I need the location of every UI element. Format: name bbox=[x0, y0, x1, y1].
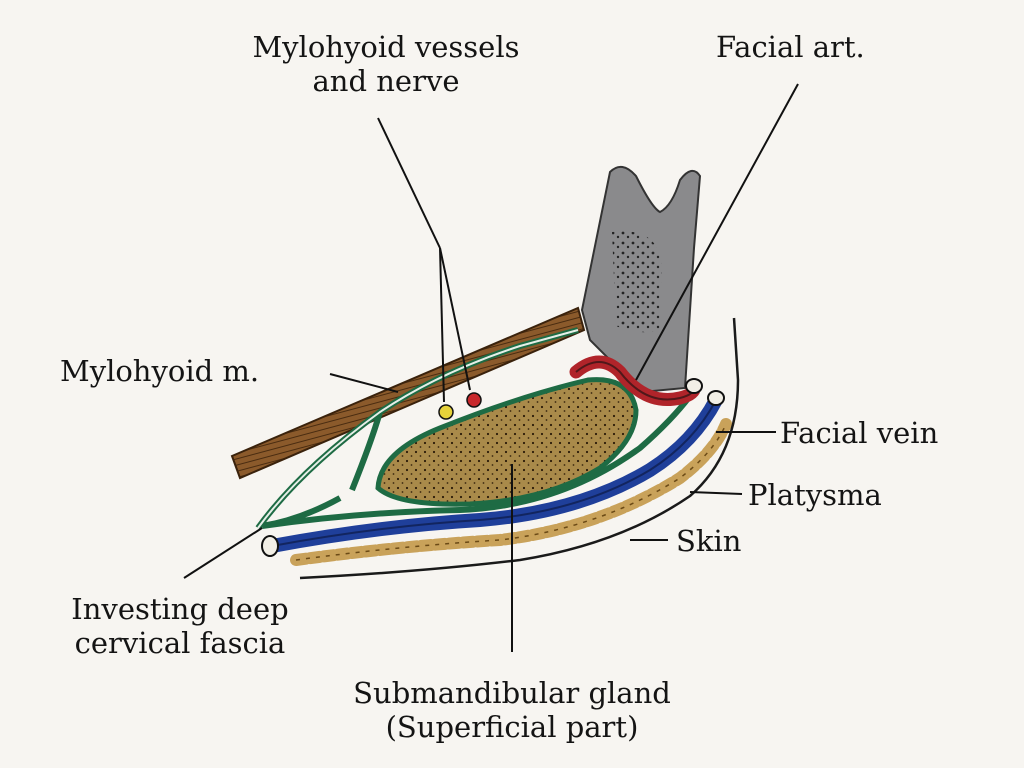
label-investing-fascia-line1: Investing deep bbox=[71, 592, 289, 626]
leader-mylohyoid-vessels-1 bbox=[377, 117, 441, 249]
submandibular-gland bbox=[375, 377, 639, 507]
leader-mylohyoid-m bbox=[329, 373, 399, 393]
label-investing-fascia-line2: cervical fascia bbox=[74, 626, 286, 660]
facial-vein-cut-end-left bbox=[261, 535, 279, 557]
label-facial-art: Facial art. bbox=[716, 30, 865, 64]
skin bbox=[299, 317, 740, 580]
leader-investing-fascia bbox=[183, 527, 263, 579]
leader-lines bbox=[183, 83, 799, 652]
label-skin: Skin bbox=[676, 524, 742, 558]
label-submandibular-line1: Submandibular gland bbox=[353, 676, 671, 710]
facial-vein-cut-end-right bbox=[707, 390, 725, 406]
label-mylohyoid-vessels: Mylohyoid vessels and nerve bbox=[206, 30, 566, 98]
label-submandibular: Submandibular gland (Superficial part) bbox=[312, 676, 712, 744]
label-facial-vein: Facial vein bbox=[780, 416, 939, 450]
mylohyoid-vessel-red bbox=[466, 392, 482, 408]
label-mylohyoid-vessels-line1: Mylohyoid vessels bbox=[252, 30, 520, 64]
facial-artery-cut-end bbox=[685, 378, 703, 394]
leader-facial-art bbox=[635, 83, 799, 381]
label-investing-fascia: Investing deep cervical fascia bbox=[30, 592, 330, 660]
leader-platysma bbox=[689, 491, 743, 495]
label-mylohyoid-vessels-line2: and nerve bbox=[312, 64, 460, 98]
label-platysma: Platysma bbox=[748, 478, 882, 512]
mandible-bone bbox=[580, 165, 702, 394]
label-mylohyoid-m: Mylohyoid m. bbox=[60, 354, 260, 388]
leader-mylohyoid-vessels-3 bbox=[439, 247, 471, 391]
mylohyoid-vessel-yellow bbox=[438, 404, 454, 420]
label-submandibular-line2: (Superficial part) bbox=[385, 710, 639, 744]
leader-mylohyoid-vessels-2 bbox=[439, 247, 445, 403]
